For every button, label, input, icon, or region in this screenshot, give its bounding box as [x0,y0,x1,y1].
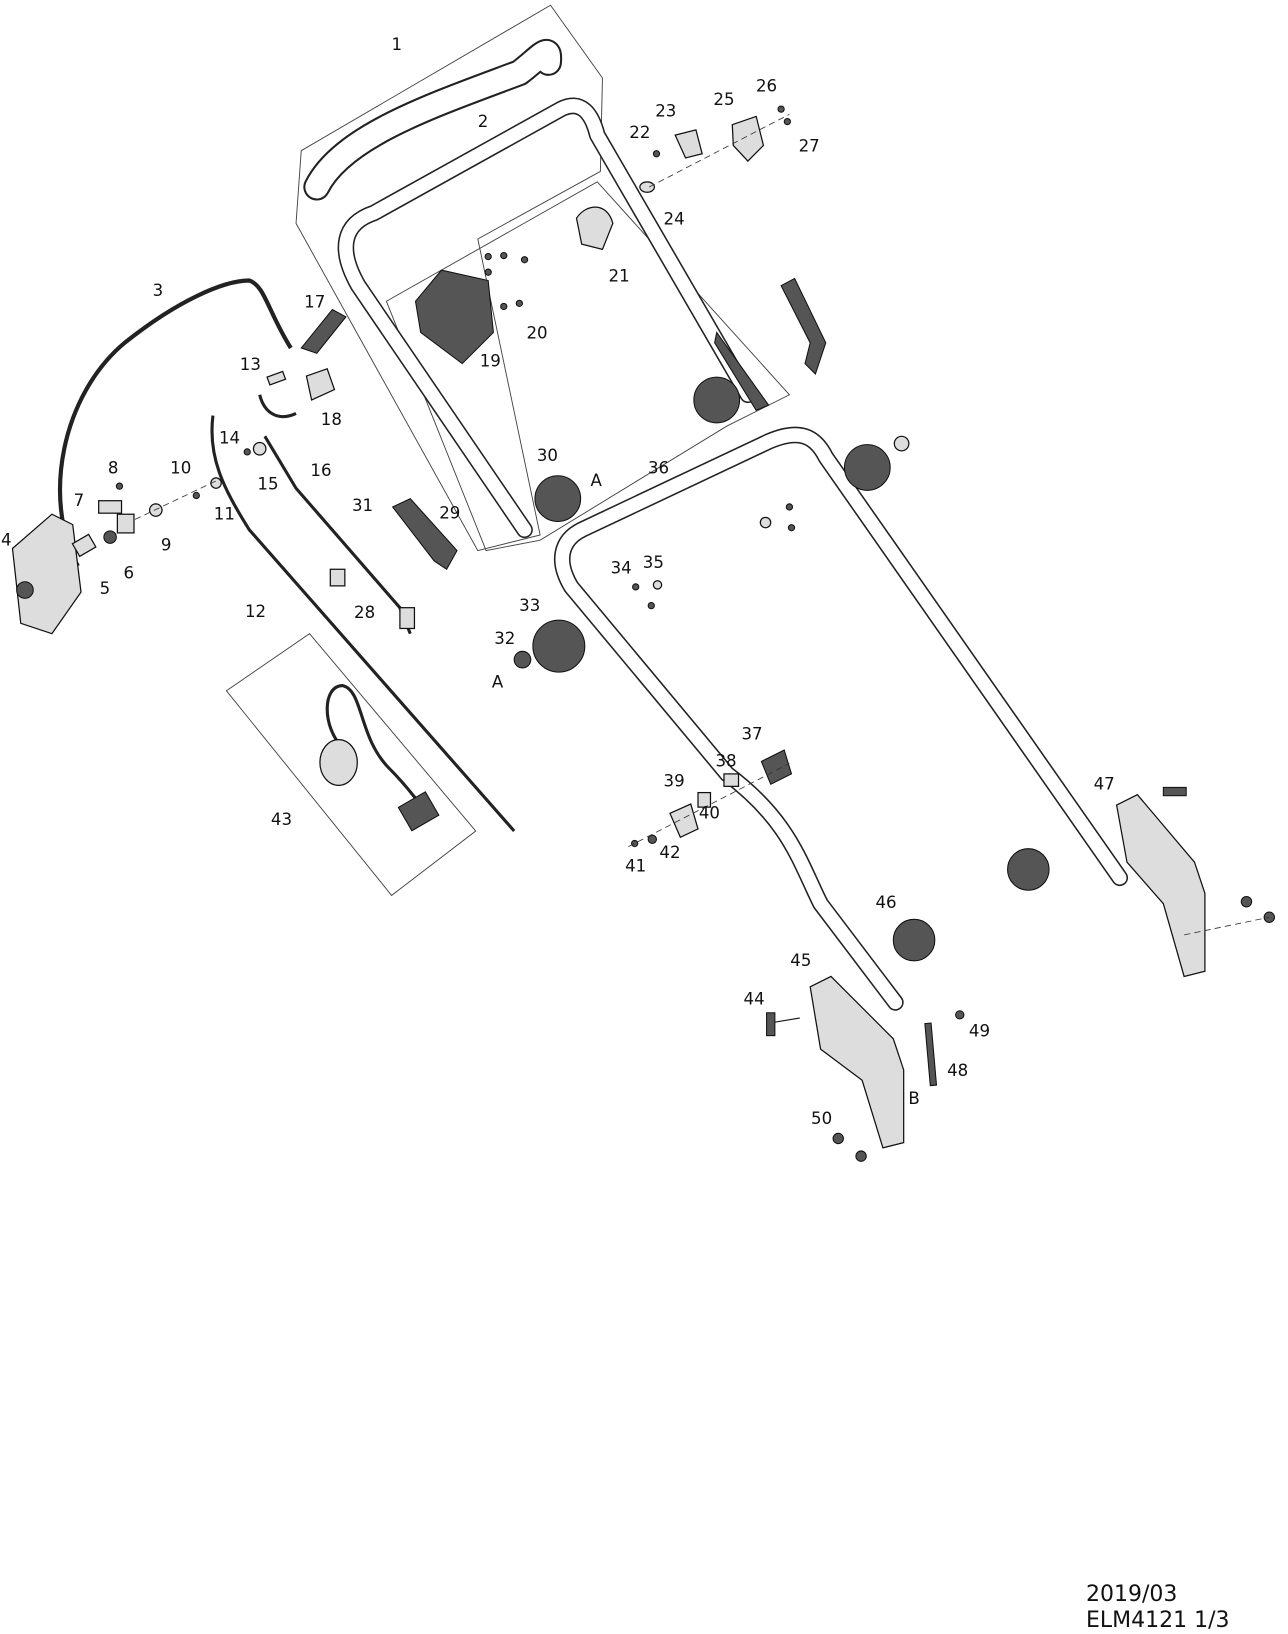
reference-letter-a: A [591,471,603,490]
callout-49: 49 [969,1022,990,1041]
callout-47: 47 [1094,774,1115,793]
callout-10: 10 [170,459,191,478]
callout-14: 14 [219,429,240,448]
callout-26: 26 [756,76,777,95]
callout-4: 4 [1,530,12,549]
callout-7: 7 [74,491,85,510]
side-bracket-45 [809,975,905,1149]
control-cable [57,278,293,568]
callout-32: 32 [494,629,515,648]
callout-24: 24 [664,209,685,228]
adjust-wheel-right [843,444,891,491]
bowden-cable [210,415,516,833]
callout-36: 36 [648,459,669,478]
callout-22: 22 [629,123,650,142]
side-bracket-47 [1115,793,1206,978]
callout-11: 11 [214,504,235,523]
callout-2: 2 [478,112,489,131]
upper-handle-tube [337,97,757,539]
callout-28: 28 [354,603,375,622]
lower-handle-tube [554,426,1129,1011]
callout-12: 12 [245,602,266,621]
reference-letter-b: B [908,1089,919,1108]
callout-40: 40 [699,804,720,823]
callout-45: 45 [790,951,811,970]
knob-46 [892,918,936,962]
callout-1: 1 [391,35,402,54]
callout-39: 39 [664,771,685,790]
adjust-wheel-33 [532,619,586,673]
callout-37: 37 [741,725,762,744]
handle-group-box [295,4,603,552]
callout-33: 33 [519,596,540,615]
callout-27: 27 [799,137,820,156]
top-grip-handle [303,38,563,201]
adjust-wheel-30 [534,475,582,523]
knob-right [1007,848,1050,891]
callout-43: 43 [271,810,292,829]
callout-21: 21 [609,267,630,286]
callout-42: 42 [659,843,680,862]
footer-date: 2019/03 [1086,1582,1178,1607]
power-cord-box [225,633,477,897]
adjust-wheel-top [693,376,741,424]
callout-44: 44 [744,989,765,1008]
callout-34: 34 [611,558,632,577]
callout-41: 41 [625,857,646,876]
callout-23: 23 [655,101,676,120]
callout-16: 16 [310,461,331,480]
callout-35: 35 [643,553,664,572]
power-cable [263,435,412,635]
callout-29: 29 [439,503,460,522]
callout-48: 48 [947,1061,968,1080]
callout-38: 38 [715,752,736,771]
callout-5: 5 [100,579,111,598]
callout-46: 46 [875,893,896,912]
callout-8: 8 [108,459,119,478]
callout-9: 9 [161,536,172,555]
screws-20 [484,251,529,311]
callout-15: 15 [257,474,278,493]
callout-50: 50 [811,1109,832,1128]
callout-17: 17 [304,293,325,312]
callout-13: 13 [240,355,261,374]
footer-model-page: ELM4121 1/3 [1086,1608,1230,1633]
callout-31: 31 [352,496,373,515]
callout-6: 6 [124,564,135,583]
callout-18: 18 [321,410,342,429]
switch-group-box [385,181,791,552]
callout-25: 25 [713,90,734,109]
switch-housing [11,513,82,635]
callout-30: 30 [537,446,558,465]
callout-19: 19 [480,352,501,371]
lever-31 [391,498,458,571]
callout-3: 3 [153,281,164,300]
switch-box [414,269,494,365]
reference-letter-a: A [492,673,504,692]
callout-20: 20 [526,324,547,343]
power-cord-43 [319,684,440,832]
